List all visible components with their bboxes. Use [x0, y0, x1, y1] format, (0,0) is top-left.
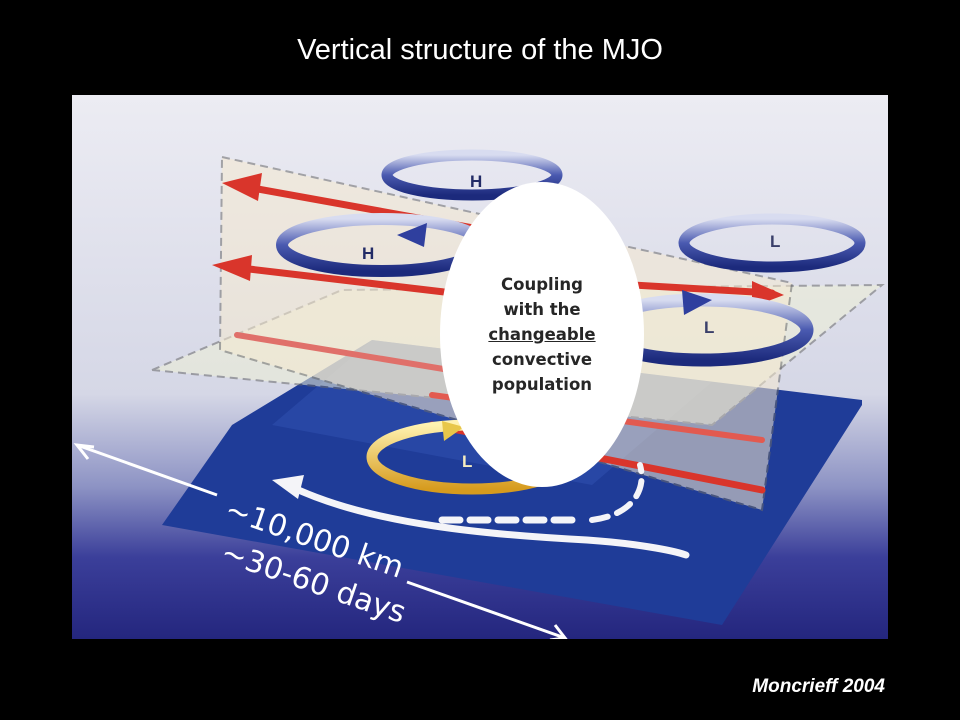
high-mid-label: H	[362, 244, 374, 263]
mid-flow-arrowhead	[212, 255, 252, 281]
upper-flow-arrowhead	[222, 173, 262, 201]
scale-arrow-right	[406, 580, 568, 639]
source-citation: Moncrieff 2004	[752, 676, 885, 697]
callout-line-5: population	[491, 375, 593, 394]
callout-line-1: Coupling	[501, 275, 583, 294]
low-mid-right-label: L	[704, 318, 714, 337]
callout-line-2: with the	[503, 300, 581, 319]
callout-line-3: changeable	[488, 325, 596, 344]
surface-low-label: L	[462, 452, 472, 471]
surface-flow-lines	[288, 462, 690, 559]
high-upper-label: H	[470, 172, 482, 191]
scale-arrow-left	[73, 443, 218, 497]
slide-title: Vertical structure of the MJO	[297, 34, 663, 66]
low-upper-right-label: L	[770, 232, 780, 251]
convective-coupling-callout: Coupling with the changeable convective …	[440, 182, 644, 487]
low-upper-right-gyre: L	[678, 213, 866, 273]
surface-flow-arrowhead	[272, 475, 304, 499]
high-upper-gyre: H	[381, 149, 563, 201]
callout-line-4: convective	[491, 350, 593, 369]
